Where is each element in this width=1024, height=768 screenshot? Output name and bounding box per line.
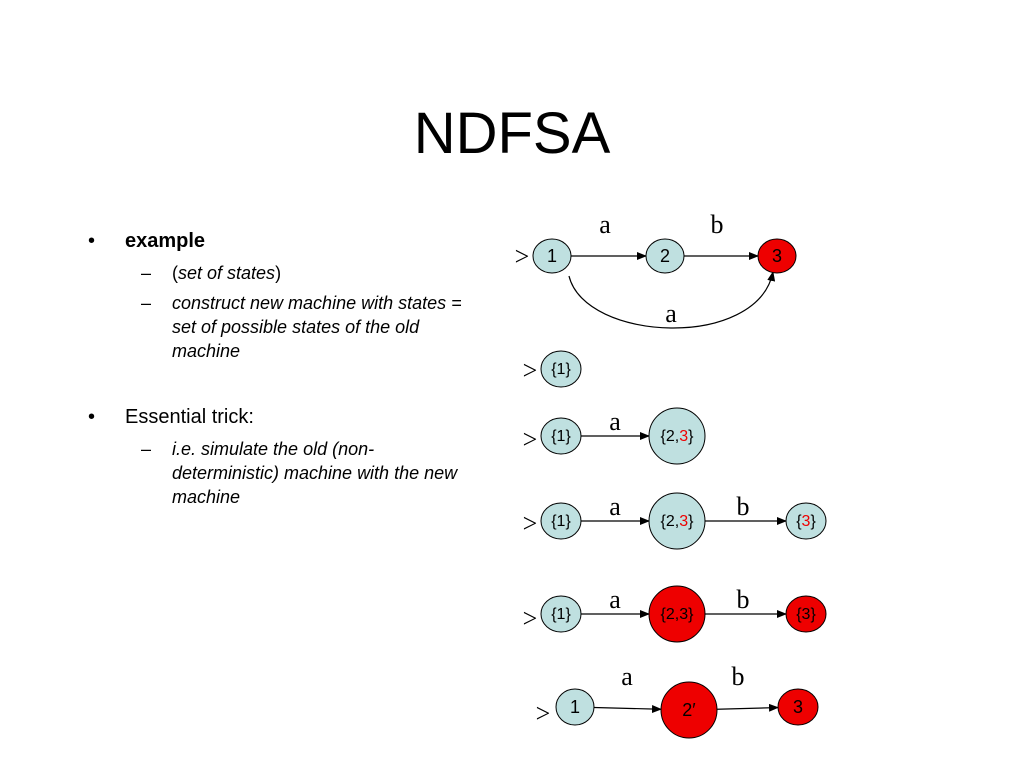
start-marker: > (536, 699, 551, 728)
state-r2 (660, 681, 718, 739)
state-label: 2′ (682, 700, 696, 720)
start-marker: > (523, 604, 538, 633)
state-s2 (645, 238, 685, 274)
state-label: 3 (793, 697, 803, 717)
state-label: {3} (796, 513, 816, 530)
bullet-label: example (125, 230, 206, 252)
transition-label: b (737, 492, 750, 521)
transition-arrow (568, 271, 776, 329)
state-q23 (648, 492, 706, 550)
slide-title: NDFSA (413, 101, 611, 166)
subitem-text: set of states (178, 263, 276, 283)
transition-label: a (599, 210, 611, 239)
diagram-renamed-dfa: > a b 1 2′ 3 (536, 662, 819, 739)
subitem-text: i.e. simulate the old (non-deterministic… (172, 439, 458, 507)
transition-arrow (716, 703, 780, 712)
state-label: {2,3} (661, 428, 695, 445)
start-marker: > (523, 425, 538, 454)
state-r3 (777, 688, 819, 726)
bullet-marker: • (88, 406, 96, 428)
transition-label: b (732, 662, 745, 691)
transition-label: a (609, 407, 621, 436)
state-q1 (540, 502, 582, 540)
diagram-original-nfa: > a b a 1 2 3 (515, 210, 797, 329)
state-r1 (555, 688, 595, 726)
state-q23 (648, 585, 706, 643)
subitem-text: construct new machine with states = set … (172, 293, 462, 361)
state-label: {2,3} (661, 513, 695, 530)
state-q1 (540, 595, 582, 633)
transition-label: a (665, 299, 677, 328)
transition-label: a (621, 662, 633, 691)
state-label: {1} (551, 361, 571, 378)
bullet-marker: • (88, 230, 96, 252)
transition-arrow (593, 705, 663, 714)
state-q1 (540, 350, 582, 388)
transition-label: b (711, 210, 724, 239)
dash-marker: – (141, 439, 152, 459)
state-label: 3 (772, 246, 782, 266)
transition-label: a (609, 492, 621, 521)
transition-label: b (737, 585, 750, 614)
state-s3 (757, 238, 797, 274)
state-q1 (540, 417, 582, 455)
state-label: 1 (547, 246, 557, 266)
start-marker: > (523, 356, 538, 385)
state-label: {2,3} (661, 606, 695, 623)
bullet-label: Essential trick: (125, 406, 254, 428)
start-marker: > (523, 509, 538, 538)
diagram-construction-step-3: > a b {1} {2,3} {3} (523, 492, 827, 550)
state-label: {1} (551, 513, 571, 530)
diagram-construction-step-2: > a {1} {2,3} (523, 407, 706, 465)
close-paren: ) (275, 263, 282, 283)
state-label: {1} (551, 428, 571, 445)
dash-marker: – (141, 293, 152, 313)
open-paren: ( (172, 263, 178, 283)
state-label: 2 (660, 246, 670, 266)
state-q3 (785, 595, 827, 633)
state-s1 (532, 238, 572, 274)
transition-label: a (609, 585, 621, 614)
state-q23 (648, 407, 706, 465)
state-label: 1 (570, 697, 580, 717)
diagram-construction-step-4: > a b {1} {2,3} {3} (523, 585, 827, 643)
state-label: {3} (796, 606, 816, 623)
start-marker: > (515, 242, 530, 271)
state-q3 (785, 502, 827, 540)
state-label: {1} (551, 606, 571, 623)
dash-marker: – (141, 263, 152, 283)
diagram-construction-step-1: > {1} (523, 350, 582, 388)
